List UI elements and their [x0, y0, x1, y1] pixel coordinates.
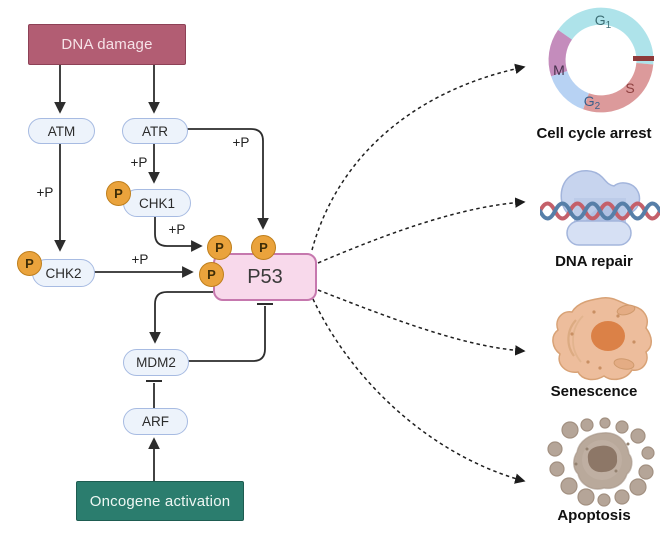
phospho-label-chk1-p53: +P	[168, 222, 186, 237]
senescence-icon	[552, 296, 652, 381]
outcome-label-senescence: Senescence	[550, 383, 638, 400]
phase-label-s: S	[625, 80, 634, 96]
dashed-p53-to-apoptosis	[312, 298, 526, 484]
dna-strand-blue	[540, 201, 660, 221]
node-arf: ARF	[123, 408, 188, 435]
phosphate-badge-p53-top-left: P	[207, 235, 232, 260]
cycle-phase-g1-arc	[558, 7, 654, 65]
dna-repair-icon	[540, 170, 660, 246]
node-mdm2: MDM2	[123, 349, 189, 376]
arrow-p53-to-mdm2	[149, 291, 213, 344]
cell-cycle-icon: G1 S G2 M	[548, 7, 654, 113]
dashed-p53-to-cell-cycle-arrest	[311, 63, 526, 251]
node-atm: ATM	[28, 118, 95, 144]
apoptosis-icon	[547, 417, 655, 507]
apoptotic-blebs	[547, 417, 655, 507]
outcome-label-dna-repair: DNA repair	[555, 253, 633, 270]
arrow-atr-to-p53	[186, 128, 269, 230]
dashed-p53-to-senescence	[317, 289, 526, 356]
arrow-chk1-to-p53	[154, 216, 203, 252]
phase-label-m: M	[553, 62, 565, 78]
phospho-label-chk2-p53: +P	[131, 252, 149, 267]
cycle-phase-s-arc	[583, 62, 654, 113]
node-dna-damage: DNA damage	[28, 24, 186, 65]
apoptotic-nucleus	[587, 445, 618, 473]
senescent-granules	[570, 310, 636, 370]
phosphate-badge-chk2: P	[17, 251, 42, 276]
senescent-er-arc-1	[567, 319, 577, 357]
cycle-phase-m-arc	[548, 29, 573, 77]
apoptotic-granules	[574, 442, 630, 473]
phospho-label-atr-p53: +P	[232, 135, 250, 150]
cycle-phase-g2-arc	[551, 70, 590, 110]
phase-label-g1: G1	[595, 12, 612, 31]
phospho-label-atr-chk1: +P	[130, 155, 148, 170]
node-atr: ATR	[122, 118, 188, 144]
repair-protein-base	[566, 220, 632, 246]
node-chk2: CHK2	[32, 259, 95, 287]
phosphate-badge-p53-left: P	[199, 262, 224, 287]
senescent-organelle-2	[613, 358, 635, 370]
outcome-label-cell-cycle-arrest: Cell cycle arrest	[536, 125, 652, 142]
senescent-nucleus	[591, 321, 625, 351]
outcome-label-apoptosis: Apoptosis	[557, 507, 631, 524]
senescent-organelle-1	[616, 304, 636, 316]
node-p53: P53	[213, 253, 317, 301]
phosphate-badge-chk1: P	[106, 181, 131, 206]
phase-label-g2: G2	[584, 93, 601, 112]
node-oncogene-activation: Oncogene activation	[76, 481, 244, 521]
inhibit-mdm2-to-p53	[187, 306, 266, 362]
senescent-er-arc-2	[572, 315, 584, 363]
dashed-p53-to-dna-repair	[317, 197, 526, 264]
node-chk1: CHK1	[123, 189, 191, 217]
phospho-label-atm-chk2: +P	[36, 185, 54, 200]
phosphate-badge-p53-top-right: P	[251, 235, 276, 260]
